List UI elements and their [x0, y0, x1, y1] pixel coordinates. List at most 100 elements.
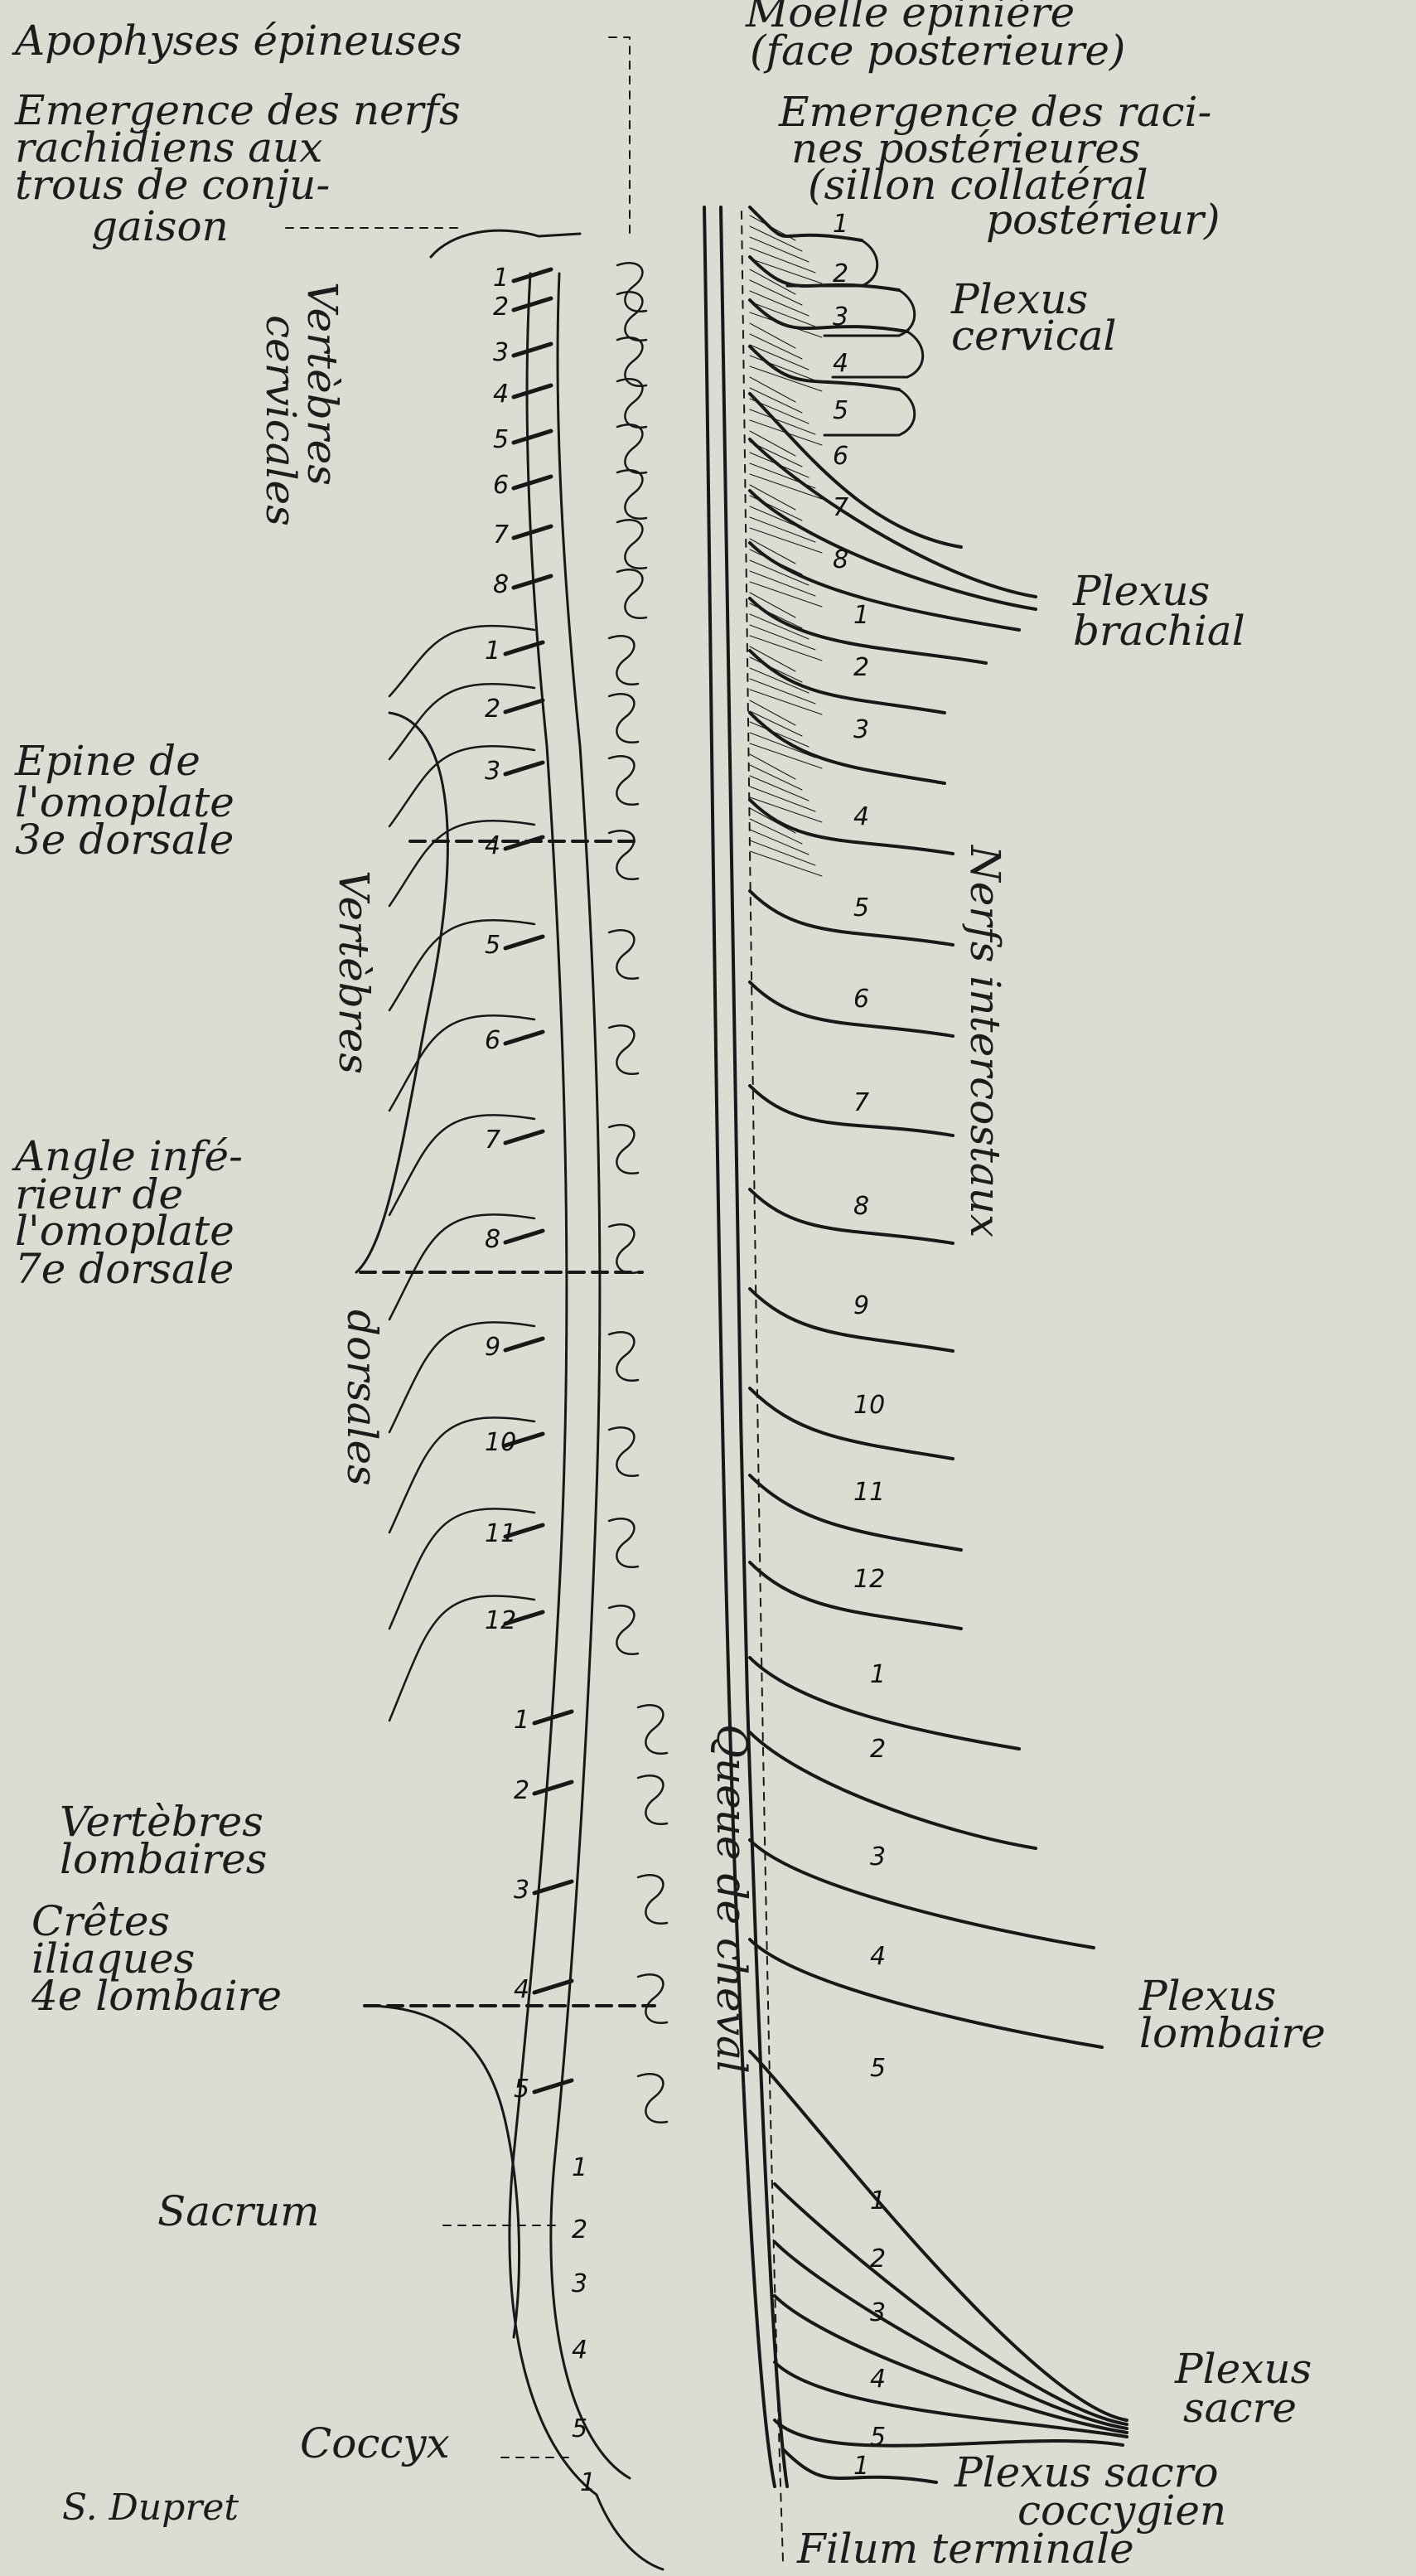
nerve-number-dorsal-1: 1 — [853, 601, 869, 630]
foramen-dorsal-11 — [609, 1518, 638, 1566]
nerve-number-sacral-3: 3 — [870, 2298, 886, 2327]
foramen-lumbar-1 — [638, 1705, 667, 1753]
nerve-number-dorsal-6: 6 — [853, 985, 869, 1014]
label-signature: S. Dupret — [62, 2486, 239, 2529]
label-apophyses: Apophyses épineuses — [12, 17, 462, 65]
vertebra-number-cervical-4: 4 — [493, 380, 509, 409]
nerve-number-lumbar-1: 1 — [870, 1660, 886, 1689]
foramen-lumbar-5 — [638, 2074, 667, 2122]
foramen-dorsal-2 — [609, 694, 638, 742]
spinous-process-cervical-3 — [514, 344, 551, 356]
rootlet — [750, 345, 809, 370]
nerve-dorsal-9 — [750, 1289, 953, 1351]
foramen-cervical-8 — [617, 569, 646, 617]
nerve-number-dorsal-4: 4 — [853, 802, 869, 831]
rootlet — [750, 291, 809, 316]
foramen-cervical-2 — [617, 292, 646, 340]
nerve-sacral-5 — [775, 2420, 1123, 2446]
nerve-number-lumbar-2: 2 — [870, 1735, 886, 1764]
label-vertebres-cervicales-2: cervicales — [257, 315, 305, 526]
vertebra-number-lumbar-5: 5 — [514, 2075, 529, 2104]
nerve-number-cervical-7: 7 — [833, 493, 848, 522]
spinous-process-dorsal-9 — [505, 1339, 543, 1350]
nerve-number-cervical-8: 8 — [833, 545, 848, 574]
vertebra-number-lumbar-3: 3 — [514, 1876, 529, 1905]
vertebra-number-sacral-1: 1 — [572, 2153, 587, 2182]
vertebra-number-dorsal-7: 7 — [485, 1126, 500, 1155]
label-vertebres-dorsales-2: dorsales — [338, 1310, 386, 1486]
foramen-lumbar-4 — [638, 1974, 667, 2022]
nerve-number-cervical-2: 2 — [833, 259, 848, 288]
nerve-cervical-3 — [750, 300, 907, 332]
spinous-process-cervical-7 — [514, 526, 551, 538]
nerve-number-sacral-4: 4 — [870, 2365, 886, 2394]
nerve-dorsal-2 — [750, 651, 945, 713]
foramen-dorsal-5 — [609, 930, 638, 978]
label-cretes-3: 4e lombaire — [31, 1972, 282, 2020]
vertebra-number-dorsal-5: 5 — [485, 931, 500, 960]
label-emergence-nerfs-4: gaison — [91, 202, 229, 250]
spinous-process-cervical-1 — [514, 269, 551, 281]
rootlet — [750, 377, 795, 402]
nerve-lumbar-5 — [750, 2051, 1127, 2420]
apophyses-pointer-line — [609, 37, 630, 240]
foramen-cervical-6 — [617, 470, 646, 518]
spinous-process-dorsal-8 — [505, 1231, 543, 1242]
nerve-cervical-5 — [750, 394, 961, 547]
foramen-dorsal-12 — [609, 1605, 638, 1654]
vertebra-number-sacral-5: 5 — [572, 2414, 587, 2443]
vertebra-number-dorsal-12: 12 — [485, 1606, 516, 1635]
spinous-process-lumbar-2 — [534, 1782, 572, 1794]
foramen-lumbar-3 — [638, 1875, 667, 1923]
label-vertebres-lombaires-2: lombaires — [60, 1835, 267, 1883]
rib-3 — [389, 746, 534, 826]
foramen-dorsal-6 — [609, 1025, 638, 1073]
vertebra-number-dorsal-8: 8 — [485, 1225, 500, 1254]
label-sacrum: Sacrum — [157, 2187, 320, 2235]
nerve-cervical-4 — [750, 346, 899, 390]
label-queue-de-cheval: Queue de cheval — [708, 1724, 756, 2074]
nerve-number-sacral-2: 2 — [870, 2244, 886, 2273]
foramen-dorsal-1 — [609, 636, 638, 684]
nerve-number-lumbar-4: 4 — [870, 1942, 886, 1971]
vertebra-number-cervical-5: 5 — [493, 425, 509, 454]
nerve-lumbar-3 — [750, 1840, 1094, 1948]
foramen-lumbar-2 — [638, 1775, 667, 1823]
foramen-dorsal-7 — [609, 1125, 638, 1173]
label-plexus-brachial-2: brachial — [1073, 607, 1245, 655]
rootlet — [750, 776, 809, 801]
nerve-number-cervical-4: 4 — [833, 349, 848, 378]
vertebra-number-dorsal-6: 6 — [485, 1026, 500, 1055]
nerve-number-sacral-5: 5 — [870, 2423, 886, 2452]
nerve-dorsal-5 — [750, 891, 953, 945]
spinous-processes — [505, 263, 667, 2122]
nerve-number-lumbar-3: 3 — [870, 1842, 886, 1871]
nerve-dorsal-7 — [750, 1086, 953, 1135]
vertebra-number-sacral-2: 2 — [572, 2215, 587, 2244]
nerve-sacral-3 — [775, 2296, 1127, 2433]
label-vertebres-dorsales-1: Vertèbres — [330, 870, 378, 1074]
spinous-process-dorsal-5 — [505, 937, 543, 948]
nerve-sacral-4 — [775, 2362, 1127, 2437]
spinous-process-cervical-5 — [514, 431, 551, 443]
rootlet — [750, 754, 795, 779]
foramen-dorsal-10 — [609, 1427, 638, 1475]
ilium-outline — [365, 2006, 520, 2337]
rib-7 — [389, 1115, 534, 1215]
vertebra-number-sacral-3: 3 — [572, 2269, 587, 2298]
nerve-number-dorsal-7: 7 — [853, 1088, 869, 1117]
rib-4 — [389, 821, 534, 906]
foramen-cervical-5 — [617, 424, 646, 472]
nerve-number-dorsal-2: 2 — [853, 653, 869, 682]
foramen-dorsal-3 — [609, 756, 638, 804]
label-angle-4: 7e dorsale — [15, 1245, 234, 1293]
label-emergence-rac-4: postérieur) — [986, 196, 1220, 244]
vertebra-number-dorsal-3: 3 — [485, 757, 500, 786]
nerve-number-sacral-1: 1 — [870, 2186, 886, 2215]
vertebra-number-cervical-6: 6 — [493, 471, 509, 500]
rootlet — [750, 830, 809, 855]
nerve-dorsal-3 — [750, 713, 945, 783]
vertebra-number-lumbar-1: 1 — [514, 1706, 529, 1735]
